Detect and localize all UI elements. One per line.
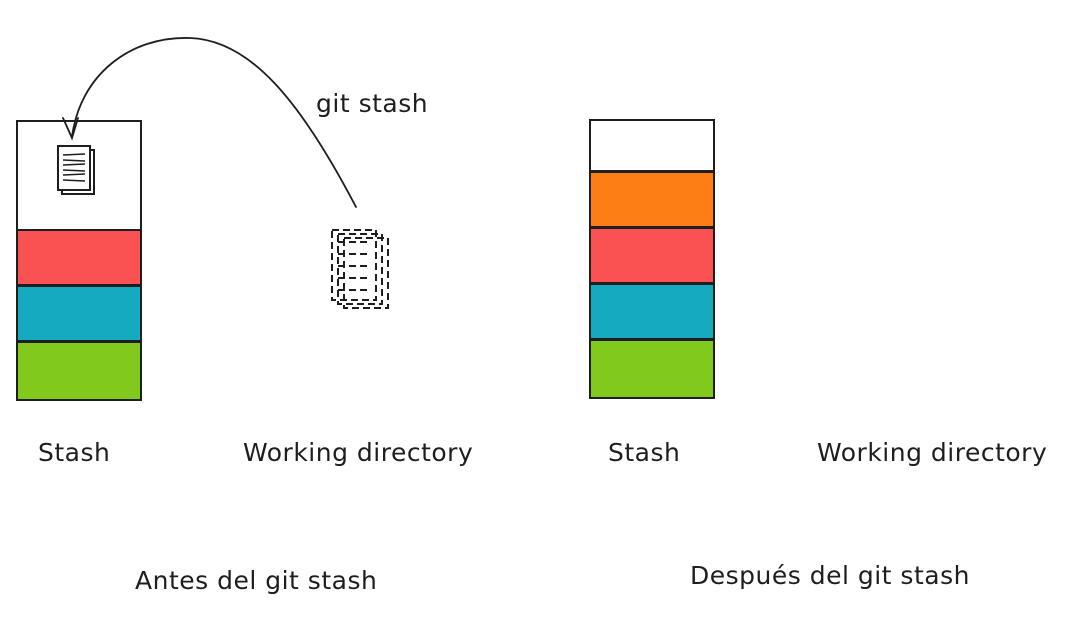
after-stash-slot-red (589, 227, 715, 284)
after-stash-slot-orange (589, 171, 715, 228)
before-caption: Antes del git stash (135, 566, 377, 595)
after-stash-label: Stash (608, 438, 680, 467)
before-stash-slot-green (16, 341, 142, 401)
curved-arrow-icon (62, 37, 357, 208)
before-stash-label: Stash (38, 438, 110, 467)
git-stash-arrow-label: git stash (316, 89, 428, 118)
before-working-directory-label: Working directory (243, 438, 473, 467)
before-stash-stack (16, 120, 142, 401)
document-stack-icon (57, 145, 95, 195)
after-caption: Después del git stash (690, 561, 970, 590)
dashed-document-stack-icon (331, 229, 389, 309)
after-stash-slot-green (589, 339, 715, 399)
after-stash-slot-teal (589, 283, 715, 340)
after-working-directory-label: Working directory (817, 438, 1047, 467)
before-stash-slot-red (16, 229, 142, 286)
after-stash-stack (589, 119, 715, 399)
before-stash-slot-teal (16, 285, 142, 342)
after-stash-slot-empty (589, 119, 715, 172)
